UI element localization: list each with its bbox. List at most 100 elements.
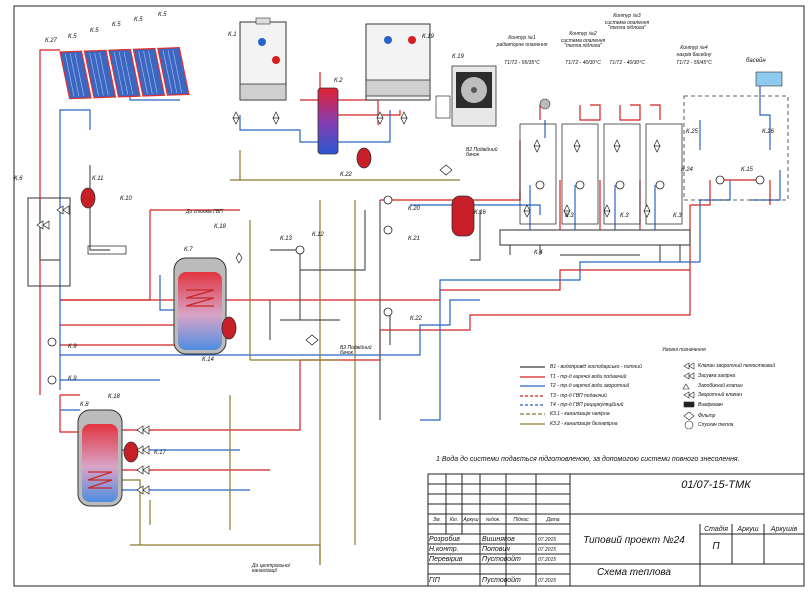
k22-expansion-tank (356, 147, 372, 169)
circuit-3-module (603, 123, 641, 225)
label-k18: К.18 (108, 394, 120, 400)
col-header-arkush: Аркуш (463, 517, 479, 523)
drawing-frame (13, 5, 805, 587)
name-3: Пустовойт (482, 556, 521, 563)
label-k7: К.7 (184, 247, 193, 253)
k7-dhw-tank (173, 257, 227, 355)
pipe-network (39, 49, 781, 565)
k19-boiler (365, 23, 431, 101)
label-k19-pump: К.19 (452, 54, 464, 60)
pump-circuit-1 (539, 98, 551, 110)
pumps (47, 175, 765, 385)
legend-symbol-7: Спускач тепла (698, 422, 734, 428)
sheet-label: Аркуш (737, 526, 759, 533)
role-3: Перевірив (429, 556, 463, 563)
label-k10: К.10 (120, 196, 132, 202)
label-k24: К.24 (681, 167, 693, 173)
circuit-3-sub: система опалення "тепла підлога" (604, 20, 650, 31)
circuit-modules (519, 123, 683, 225)
circuit-4-title: Контур №4 (680, 45, 708, 51)
cold-water-pipes (39, 165, 691, 420)
legend-line-2: Т1 - тр-д гарячої води подаючий (550, 374, 627, 380)
name-2: Попович (482, 546, 510, 553)
label-k1: К.1 (228, 32, 237, 38)
k16-expansion-tank (451, 195, 475, 237)
circuit-4-module (645, 123, 683, 225)
date-1: 07.2015 (538, 537, 557, 543)
label-k8: К.8 (80, 402, 89, 408)
k1-boiler (239, 17, 287, 101)
label-k9-b: К.9 (68, 376, 77, 382)
circuit-4-temp: Т1/Т2 - 55/45°С (676, 60, 712, 66)
pool-heat-exchanger-box (683, 95, 789, 201)
col-header-doc: №док. (485, 517, 501, 523)
k14-expansion-tank (221, 316, 237, 340)
date-4: 07.2015 (538, 578, 557, 584)
name-1: Вишняков (482, 536, 515, 543)
label-k27: К.27 (45, 38, 57, 44)
label-k5-1: К.5 (68, 34, 77, 40)
legend-line-7: К3.2 - каналізація безнапірна (550, 421, 618, 427)
legend-symbol-2: Засувка запірна (698, 373, 736, 379)
role-1: Розробив (429, 536, 460, 543)
label-k9-a: К.9 (68, 344, 77, 350)
label-k19: К.19 (422, 34, 434, 40)
return-pipes (59, 80, 781, 491)
col-header-kil: Кіл. (449, 517, 459, 523)
stage-label: Стадія (704, 526, 728, 533)
label-k15: К.15 (741, 167, 753, 173)
legend-line-6: К3.1 - каналізація напірна (550, 411, 610, 417)
label-k12: К.12 (312, 232, 324, 238)
circuit-2-title: Контур №2 (569, 31, 597, 37)
legend-line-1: В1 - водопровід господарсько - питний (550, 364, 642, 370)
label-k4: К.4 (534, 250, 543, 256)
label-k22-b: К.22 (410, 316, 422, 322)
label-k5-2: К.5 (90, 28, 99, 34)
label-k5-3: К.5 (112, 22, 121, 28)
sewer-note: До центральної каналізації (252, 563, 290, 574)
pool-label: басейн (746, 58, 766, 64)
label-k5-4: К.5 (134, 17, 143, 23)
role-2: Н.контр. (429, 546, 459, 553)
valves (36, 111, 661, 495)
label-k25: К.25 (686, 129, 698, 135)
project-title: Типовий проект №24 (583, 535, 685, 546)
name-4: Пустовойт (482, 577, 521, 584)
circuit-3-title: Контур №3 (613, 13, 641, 19)
label-k11: К.11 (92, 176, 104, 182)
circuit-1-sub: радіаторне опалення (496, 42, 548, 48)
circuit-1-module (519, 123, 557, 225)
label-k3-b: К.3 (620, 213, 629, 219)
label-k21: К.21 (408, 236, 420, 242)
sheet-title: Схема теплова (597, 567, 671, 578)
legend-line-4: Т3 - тр-д ГВП подаючий (550, 393, 607, 399)
label-k14: К.14 (202, 357, 214, 363)
circuit-2-sub: система опалення "тепла підлога" (560, 38, 606, 49)
legend-line-5: Т4 - тр-д ГВП рециркуляційний (550, 402, 624, 408)
legend-symbol-3: Запобіжний клапан (698, 383, 743, 389)
stage-value: П (712, 541, 720, 552)
label-k3-a: К.3 (565, 213, 574, 219)
doc-code: 01/07-15-ТМК (681, 479, 751, 491)
drain-mid-note: В2 Подвійний бачок (340, 345, 372, 356)
role-4: ГІП (429, 577, 440, 584)
label-k3-c: К.3 (673, 213, 682, 219)
circuit-1-title: Контур №1 (508, 35, 536, 41)
label-k6: К.6 (14, 176, 23, 182)
legend-symbol-6: Фільтр (698, 413, 716, 419)
k17-expansion-tank (123, 441, 139, 463)
label-k18-b: К.18 (214, 224, 226, 230)
label-k16: К.16 (474, 210, 486, 216)
legend-symbol-5: Вимірювач (698, 402, 723, 408)
circuit-2-temp: Т1/Т2 - 40/30°С (565, 60, 601, 66)
pool-icon (755, 71, 783, 87)
col-header-sign: Підпис (513, 517, 529, 523)
k19-control-box (435, 95, 451, 119)
legend-symbol-1: Клапан зворотний пелюстковий (698, 363, 776, 369)
date-3: 07.2015 (538, 557, 557, 563)
circuit-2-module (561, 123, 599, 225)
dhw-risers-note: До стояків ГВП (186, 209, 223, 215)
label-k5-5: К.5 (158, 12, 167, 18)
date-2: 07.2015 (538, 547, 557, 553)
